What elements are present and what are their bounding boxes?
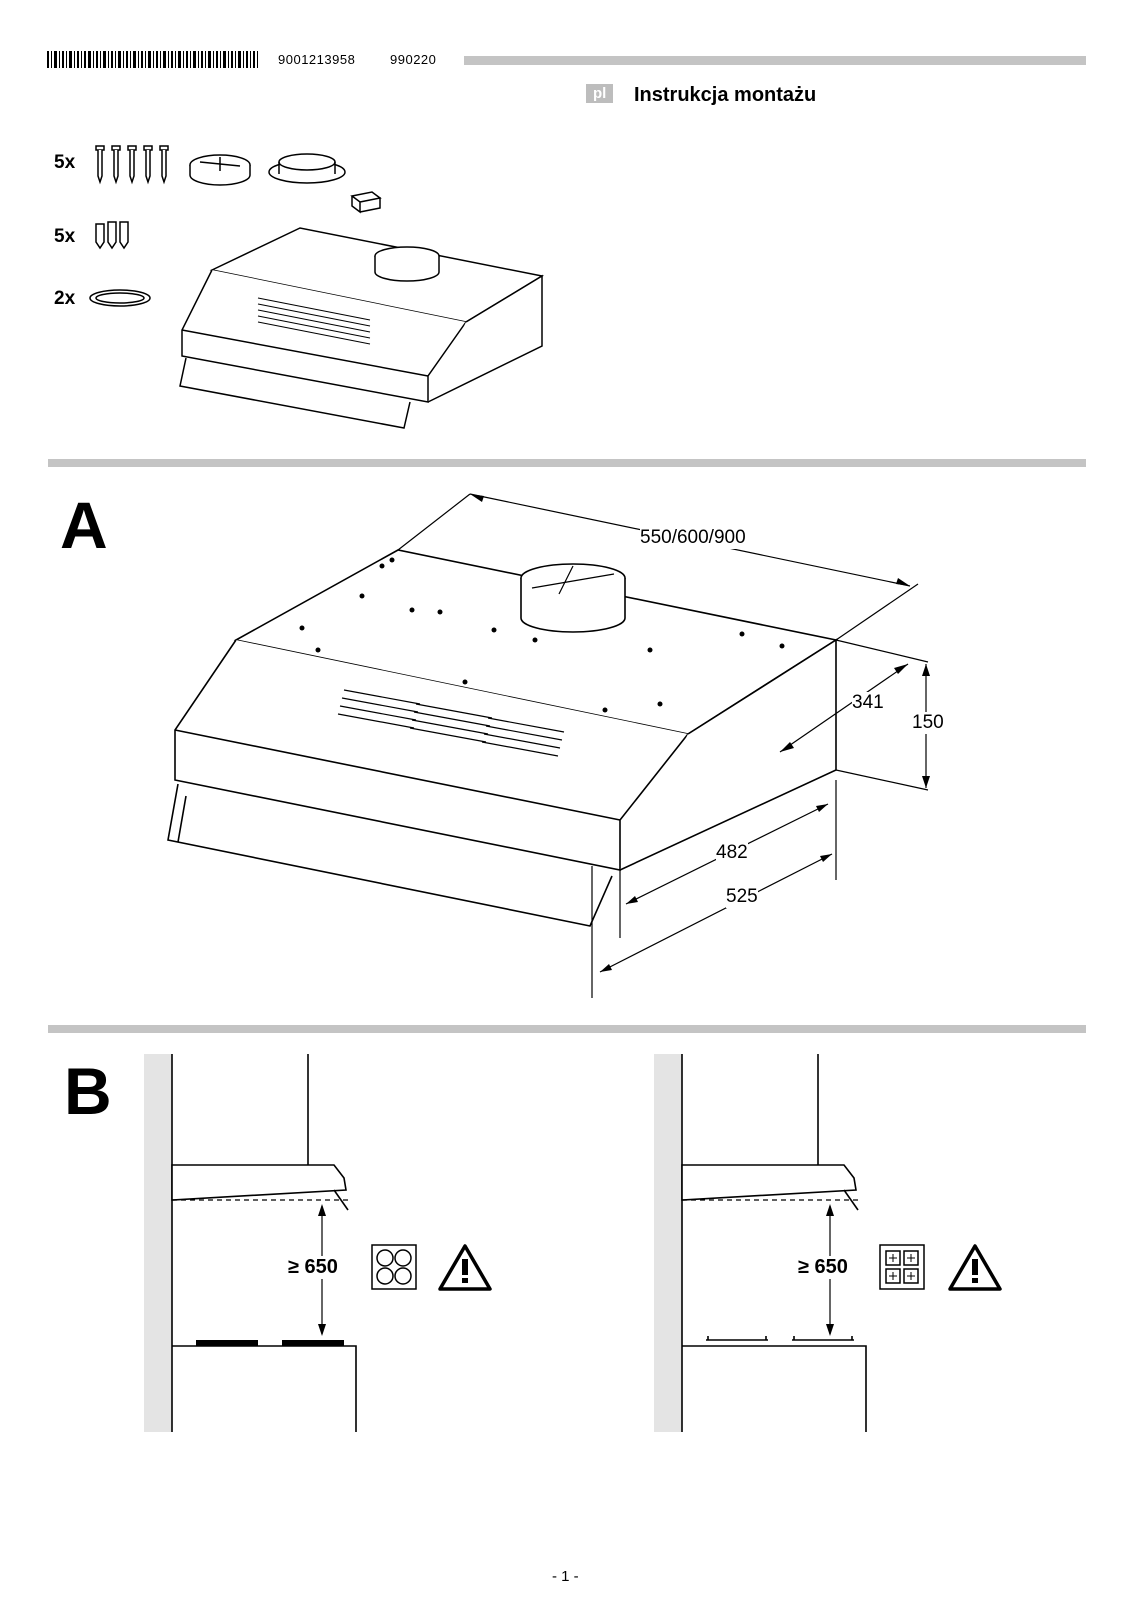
parts-qty-rings: 2x — [54, 288, 76, 309]
dim-150: 150 — [912, 712, 944, 734]
hood-illustration — [167, 549, 839, 927]
dim-width: 550/600/900 — [640, 527, 746, 549]
warning-triangle-icon — [438, 1244, 492, 1291]
parts-qty-plugs: 5x — [54, 226, 76, 247]
section-rule-a — [48, 459, 1086, 467]
duct-ring-icon — [268, 153, 346, 184]
date-code: 990220 — [390, 52, 437, 67]
page-number: - 1 - — [552, 1568, 579, 1585]
dim-482: 482 — [716, 842, 748, 864]
bracket-icon — [350, 191, 382, 214]
part-number: 9001213958 — [278, 52, 356, 67]
dim-341: 341 — [852, 692, 884, 714]
section-rule-b — [48, 1025, 1086, 1033]
language-badge: pl — [586, 84, 614, 103]
page-title: Instrukcja montażu — [634, 84, 817, 106]
installation-right — [654, 1054, 867, 1432]
dim-525: 525 — [726, 886, 758, 908]
installation-left — [144, 1054, 357, 1432]
gas-hob-icon — [879, 1244, 925, 1290]
arrowheads-a — [470, 494, 930, 972]
figure-a-label: A — [60, 488, 108, 562]
parts-qty-screws: 5x — [54, 152, 76, 173]
ceramic-hob-icon — [371, 1244, 417, 1290]
figure-b-label: B — [64, 1054, 112, 1128]
barcode — [47, 51, 258, 68]
header-rule — [464, 56, 1086, 65]
wall-plug-icon — [95, 221, 129, 250]
clearance-right: ≥ 650 — [798, 1256, 848, 1279]
clearance-left: ≥ 650 — [288, 1256, 338, 1279]
check-valve-icon — [189, 154, 251, 186]
warning-triangle-icon-right — [948, 1244, 1002, 1291]
seal-ring-icon — [89, 289, 151, 307]
screw-icon — [95, 145, 169, 185]
hood-small-illustration — [179, 227, 545, 429]
